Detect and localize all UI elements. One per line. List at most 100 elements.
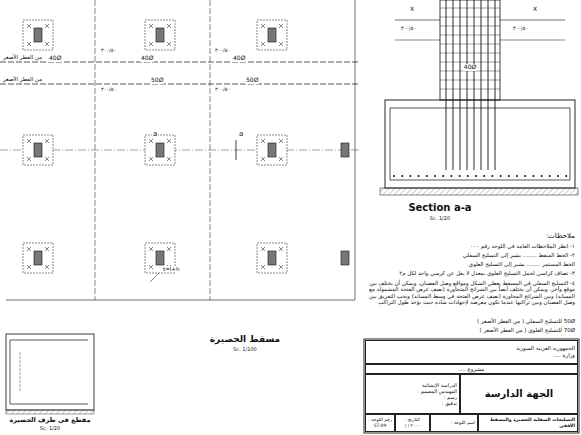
note-text: ١- انظر الملاحظات العامة في اللوحة رقم ٠… [362, 243, 576, 249]
bar-dot [565, 175, 567, 177]
bar-spacing: 40Ø [48, 55, 62, 62]
bar-mark [279, 265, 283, 269]
bar-mark [45, 139, 49, 143]
bar-mark [149, 42, 153, 46]
title-block-text: رقم اللوحة : [368, 417, 392, 423]
footing-zone [145, 135, 175, 165]
bar-dot [516, 175, 518, 177]
bar-mark [261, 24, 265, 28]
raft-edge [355, 0, 356, 300]
dimension-line [500, 20, 565, 21]
bar-dot [549, 175, 551, 177]
thickness-note: t=l+h [162, 266, 180, 272]
bar-mark [149, 139, 153, 143]
bar-mark [27, 157, 31, 161]
bar-mark [167, 157, 171, 161]
dimension-mark: X [532, 6, 538, 13]
bar-mark [167, 24, 171, 28]
project-cell: مشروع .... [365, 364, 578, 374]
raft-plan [0, 0, 360, 300]
title-block-text: الجهة الدارسة [463, 388, 575, 401]
title-block-frame [364, 339, 579, 433]
dimension-line [500, 40, 565, 41]
bar-dot [532, 175, 534, 177]
bar-note: من القطر الأصغر [2, 54, 43, 60]
title-block-text: ST-09 [368, 423, 392, 429]
dimension: ٣٠٠/٥٠ [214, 48, 231, 54]
footing-zone [23, 135, 53, 165]
dimension-mark: X [409, 6, 415, 13]
bar-dot [442, 175, 444, 177]
bar-mark [279, 42, 283, 46]
column-bar [488, 0, 489, 170]
bar-mark [45, 157, 49, 161]
bar-mark [45, 265, 49, 269]
title-block-text: رسم : [368, 394, 457, 400]
bottom-bar-line [0, 84, 360, 85]
bar-mark [149, 157, 153, 161]
section-letter: a [152, 130, 158, 138]
bar-mark [27, 42, 31, 46]
bar-dot [450, 175, 452, 177]
bar-mark [167, 42, 171, 46]
column [156, 251, 164, 265]
bar-dot [393, 175, 395, 177]
scale-note: Sc. 1/20 [429, 216, 451, 222]
bar-mark [261, 247, 265, 251]
bar-mark [261, 139, 265, 143]
title-block-text: المهندس المصمم : [368, 388, 457, 394]
bar-mark [45, 265, 49, 269]
bar-mark [279, 139, 283, 143]
lean-concrete [380, 188, 578, 195]
axis-line [0, 150, 360, 151]
bottom-bar-line [95, 0, 96, 300]
bar-dot [401, 175, 403, 177]
stirrup [440, 62, 500, 63]
bar-mark [27, 24, 31, 28]
bar-mark [45, 247, 49, 251]
column-bar [474, 0, 475, 170]
bar-mark [149, 265, 153, 269]
footing-zone [257, 243, 287, 273]
bar-mark [149, 24, 153, 28]
bar-mark [261, 157, 265, 161]
footing-zone [145, 20, 175, 50]
note-text: 50Ø للتسليح السفلي ( من القطر الأصغر ) [362, 318, 576, 324]
bar-hook [570, 108, 571, 180]
title-block-text: اسم اللوحة : [433, 420, 475, 426]
title-block-text: التاريخ : [398, 417, 427, 423]
bar-mark [149, 42, 153, 46]
bar-mark [149, 247, 153, 251]
column-bar [495, 0, 496, 170]
column-bar [460, 0, 461, 170]
bar-mark [279, 42, 283, 46]
bar-spacing: 40Ø [463, 64, 477, 71]
note-text: 70Ø للتسليح العلوي ( من القطر الأصغر ) [362, 327, 576, 333]
bar-mark [167, 24, 171, 28]
column [268, 28, 276, 42]
bar-mark [45, 139, 49, 143]
bar-dot [541, 175, 543, 177]
scale-note: Sc. 1/20 [39, 426, 61, 432]
raft-section [385, 100, 575, 188]
section-mark [236, 140, 237, 160]
bottom-bar-line [210, 0, 211, 300]
footing-zone [23, 243, 53, 273]
bar-mark [279, 157, 283, 161]
bar-dot [459, 175, 461, 177]
sheet-number-cell: رقم اللوحة :ST-09 [365, 414, 395, 432]
dimension-line [395, 20, 440, 21]
dimension: ٣٠٠/٥٠ [400, 26, 417, 32]
raft-edge-section [6, 334, 94, 410]
title-block-text: ٢٠٠٠ / / [398, 423, 427, 429]
bar-mark [279, 139, 283, 143]
bar-mark [27, 247, 31, 251]
column-bar [453, 0, 454, 170]
bar-mark [167, 42, 171, 46]
drawing-title: Section a-a [407, 202, 472, 214]
bar-mark [45, 42, 49, 46]
column [34, 28, 42, 42]
column-bar [467, 0, 468, 170]
bar-mark [27, 139, 31, 143]
bar-mark [261, 265, 265, 269]
